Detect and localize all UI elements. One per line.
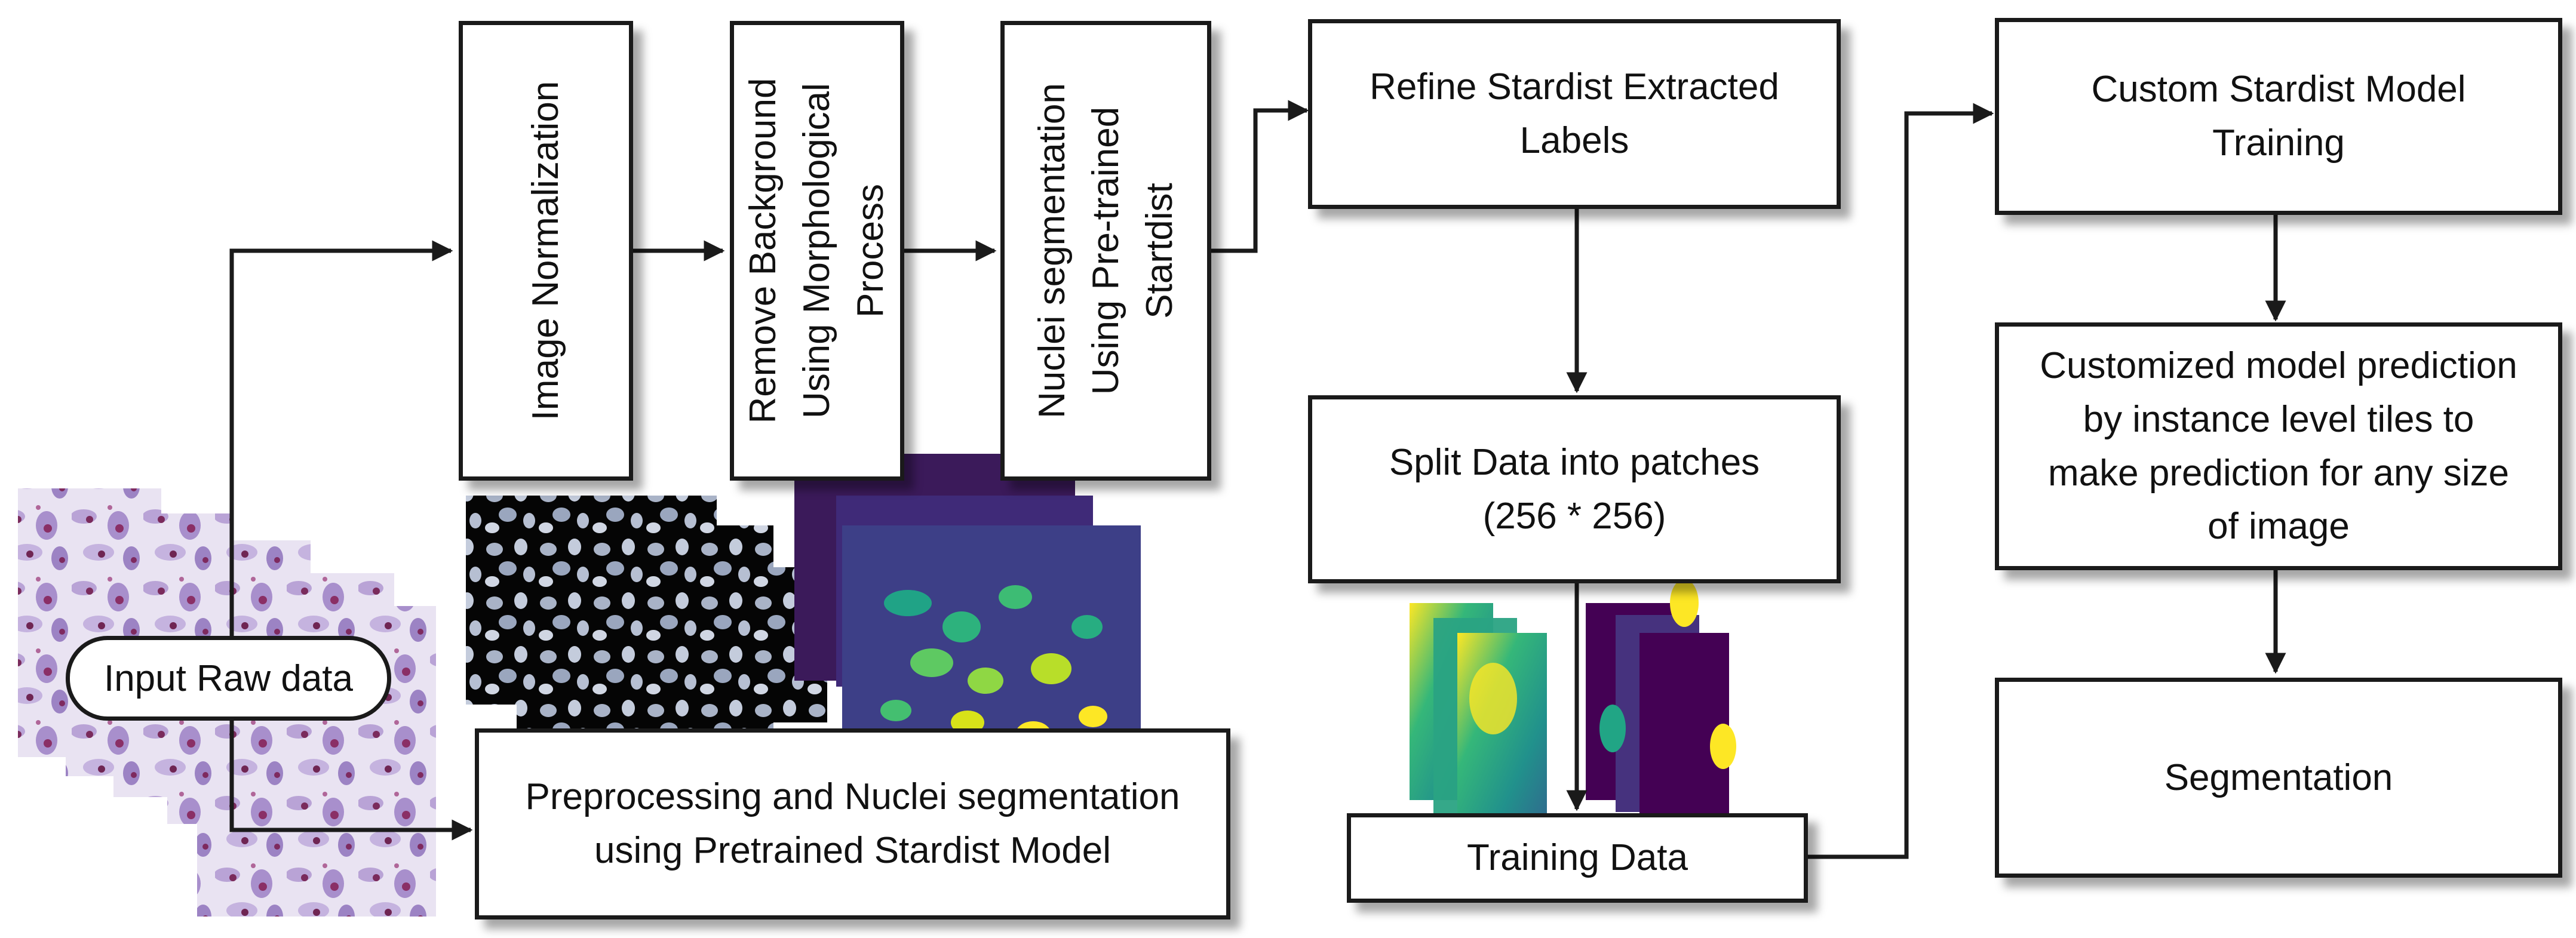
input-raw-data-label: Input Raw data [103,657,354,699]
custom-training-label: Custom Stardist Model Training [2091,69,2466,164]
custom-training-box: Custom Stardist Model Training [1995,18,2562,215]
split-patches-label: Split Data into patches (256 * 256) [1389,441,1760,537]
segmentation-label: Segmentation [2164,756,2393,798]
label-map-stack [794,454,1141,776]
segmentation-box: Segmentation [1995,678,2562,878]
refine-labels-label: Refine Stardist Extracted Labels [1370,66,1779,161]
nuclei-segmentation-label: Nuclei segmentation Using Pre-trained St… [1031,83,1180,419]
remove-background-label: Remove Background Using Morphological Pr… [742,78,891,424]
refine-labels-box: Refine Stardist Extracted Labels [1308,19,1841,209]
remove-background-box: Remove Background Using Morphological Pr… [730,21,904,481]
training-data-label: Training Data [1467,837,1688,879]
nuclei-mask-stack [466,496,827,740]
image-normalization-label: Image Normalization [525,81,567,421]
training-data-box: Training Data [1347,813,1808,903]
preprocessing-group-label: Preprocessing and Nuclei segmentation us… [525,776,1180,871]
preprocessing-group-box: Preprocessing and Nuclei segmentation us… [475,728,1230,919]
customized-prediction-label: Customized model prediction by instance … [2040,345,2517,548]
customized-prediction-box: Customized model prediction by instance … [1995,322,2562,570]
split-patches-box: Split Data into patches (256 * 256) [1308,395,1841,583]
nuclei-segmentation-box: Nuclei segmentation Using Pre-trained St… [1000,21,1211,481]
training-patches [1410,579,1736,830]
input-raw-data-node: Input Raw data [66,636,391,721]
image-normalization-box: Image Normalization [459,21,633,481]
